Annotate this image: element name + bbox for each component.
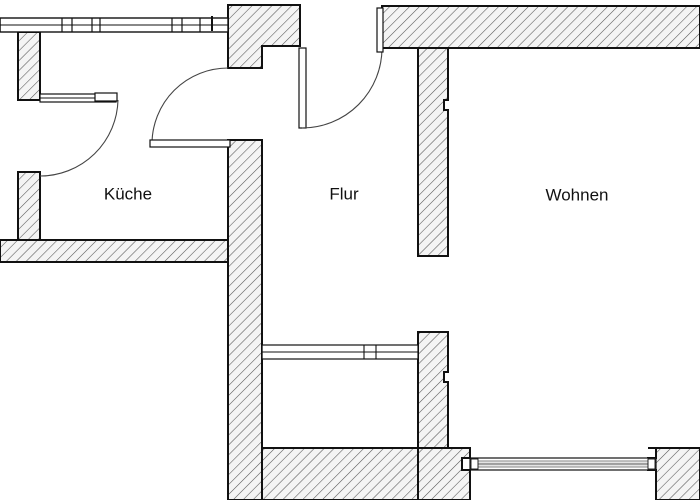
wall-central-spine: [227, 139, 263, 500]
wall-bath-right-pier: [417, 331, 449, 449]
door-kueche: [39, 92, 119, 177]
wall-kueche-left-pier: [17, 171, 41, 241]
wall-bottom-right-band: [647, 447, 700, 500]
edge-lines: [0, 18, 263, 448]
wall-group: [0, 4, 700, 500]
room-label-kueche: Küche: [104, 184, 152, 203]
wall-lower-left-band: [0, 239, 229, 263]
window-bath-top: [261, 344, 419, 360]
door-wohnen-leaf: [376, 7, 384, 53]
wall-wohnen-divider-stub: [417, 47, 449, 257]
room-label-wohnen: Wohnen: [545, 185, 608, 204]
wall-bottom-mid-band: [417, 447, 471, 500]
door-group: [39, 7, 384, 177]
window-top-strip: [0, 16, 229, 33]
wall-top-left-pier: [17, 31, 41, 101]
door-flur-right: [298, 47, 383, 129]
door-flur-left: [149, 67, 231, 148]
window-bottom-right: [469, 457, 657, 471]
wall-bottom-left-band: [261, 447, 419, 500]
room-label-flur: Flur: [329, 184, 359, 203]
window-group: [0, 16, 657, 471]
wall-top-right-header: [381, 5, 700, 49]
room-label-group: Küche Flur Wohnen: [104, 184, 609, 204]
